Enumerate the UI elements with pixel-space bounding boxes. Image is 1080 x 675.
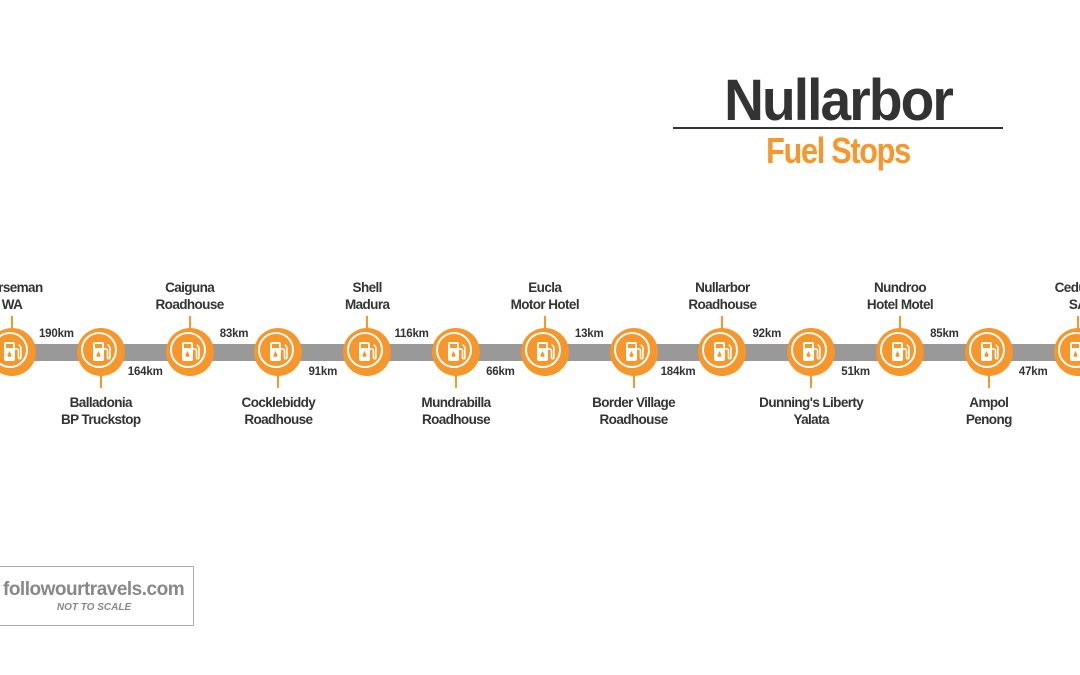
stop-connector	[188, 316, 191, 328]
stop-detail: Yalata	[793, 412, 829, 427]
stop-detail: SA	[1068, 297, 1080, 312]
stop-connector	[543, 316, 546, 328]
fuel-stop-marker	[432, 328, 480, 376]
distance-label: 83km	[219, 328, 249, 340]
stop-name: Ceduna	[1054, 280, 1080, 295]
fuel-pump-icon	[536, 342, 555, 361]
stop-connector	[99, 376, 102, 388]
stop-connector	[277, 376, 280, 388]
fuel-pump-icon	[270, 342, 289, 361]
brand-box: followourtravels.com NOT TO SCALE	[0, 566, 194, 626]
distance-label: 47km	[1018, 366, 1048, 378]
title: Nullarbor	[724, 68, 954, 133]
distance-label: 51km	[841, 366, 870, 378]
scale-note: NOT TO SCALE	[56, 602, 132, 613]
stop-connector	[1076, 316, 1079, 328]
stop-label: NorsemanWA	[0, 279, 92, 313]
stop-connector	[721, 316, 724, 328]
fuel-pump-icon	[359, 342, 377, 361]
fuel-pump-icon	[1069, 342, 1080, 361]
stop-detail: Motor Hotel	[510, 297, 580, 312]
fuel-pump-icon	[714, 342, 733, 361]
fuel-pump-icon	[448, 342, 466, 361]
fuel-pump-icon	[92, 342, 111, 361]
stop-name: Dunning's Liberty	[759, 395, 864, 410]
brand-name: followourtravels.com	[3, 579, 185, 600]
stop-detail: Penong	[965, 412, 1013, 427]
distance-label: 184km	[660, 366, 696, 378]
stop-connector	[366, 316, 369, 328]
stop-detail: BP Truckstop	[61, 412, 141, 427]
stop-detail: Madura	[344, 297, 390, 312]
distance-label: 164km	[127, 366, 163, 378]
distance-label: 92km	[752, 328, 782, 340]
stop-name: Ampol	[969, 395, 1009, 410]
fuel-stop-marker	[0, 328, 36, 376]
fuel-pump-icon	[980, 342, 999, 361]
stop-name: Balladonia	[69, 395, 133, 410]
fuel-stop-marker	[254, 328, 303, 376]
fuel-pump-icon	[181, 342, 200, 361]
fuel-stop-marker	[609, 328, 658, 376]
fuel-pump-icon	[892, 342, 910, 361]
stop-name: Nundroo	[873, 280, 927, 295]
stop-name: Caiguna	[165, 280, 215, 295]
fuel-stop-marker	[76, 328, 125, 376]
stop-detail: Roadhouse	[688, 297, 757, 312]
stop-connector	[11, 316, 13, 328]
stop-connector	[810, 376, 813, 388]
stop-name: Nullarbor	[695, 280, 750, 295]
fuel-stop-marker	[520, 328, 569, 376]
stop-connector	[899, 316, 901, 328]
fuel-pump-icon	[4, 342, 22, 361]
stop-detail: Roadhouse	[421, 412, 491, 427]
stop-connector	[987, 376, 990, 388]
stop-detail: Roadhouse	[244, 412, 313, 427]
fuel-stop-marker	[876, 328, 924, 376]
stop-name: Mundrabilla	[421, 395, 491, 410]
subtitle: Fuel Stops	[766, 130, 911, 171]
stop-connector	[632, 376, 635, 388]
fuel-stop-marker	[787, 328, 836, 376]
stop-name: Shell	[352, 280, 383, 295]
fuel-stop-marker	[964, 328, 1013, 376]
distance-label: 66km	[486, 366, 515, 378]
title-divider	[673, 127, 1003, 129]
fuel-stop-marker	[165, 328, 214, 376]
fuel-stop-marker	[343, 328, 392, 376]
fuel-pump-icon	[803, 342, 821, 361]
stop-connector	[455, 376, 457, 388]
distance-label: 91km	[308, 366, 338, 378]
stop-name: Cocklebiddy	[241, 395, 316, 410]
stop-label: CedunaSA	[998, 279, 1080, 313]
stop-name: Eucla	[528, 280, 562, 295]
distance-label: 116km	[394, 328, 429, 340]
distance-label: 190km	[38, 328, 74, 340]
stop-label: Balladonia BP Truckstop	[21, 394, 181, 428]
stop-detail: WA	[1, 297, 23, 312]
fuel-stop-marker	[698, 328, 747, 376]
stop-detail: Roadhouse	[599, 412, 669, 427]
fuel-pump-icon	[625, 342, 644, 361]
distance-label: 85km	[930, 328, 959, 340]
stop-name: Border Village	[592, 395, 676, 410]
stop-name: Norseman	[0, 280, 43, 295]
stop-detail: Roadhouse	[155, 297, 225, 312]
stop-detail: Hotel Motel	[866, 297, 934, 312]
distance-label: 13km	[574, 328, 604, 340]
